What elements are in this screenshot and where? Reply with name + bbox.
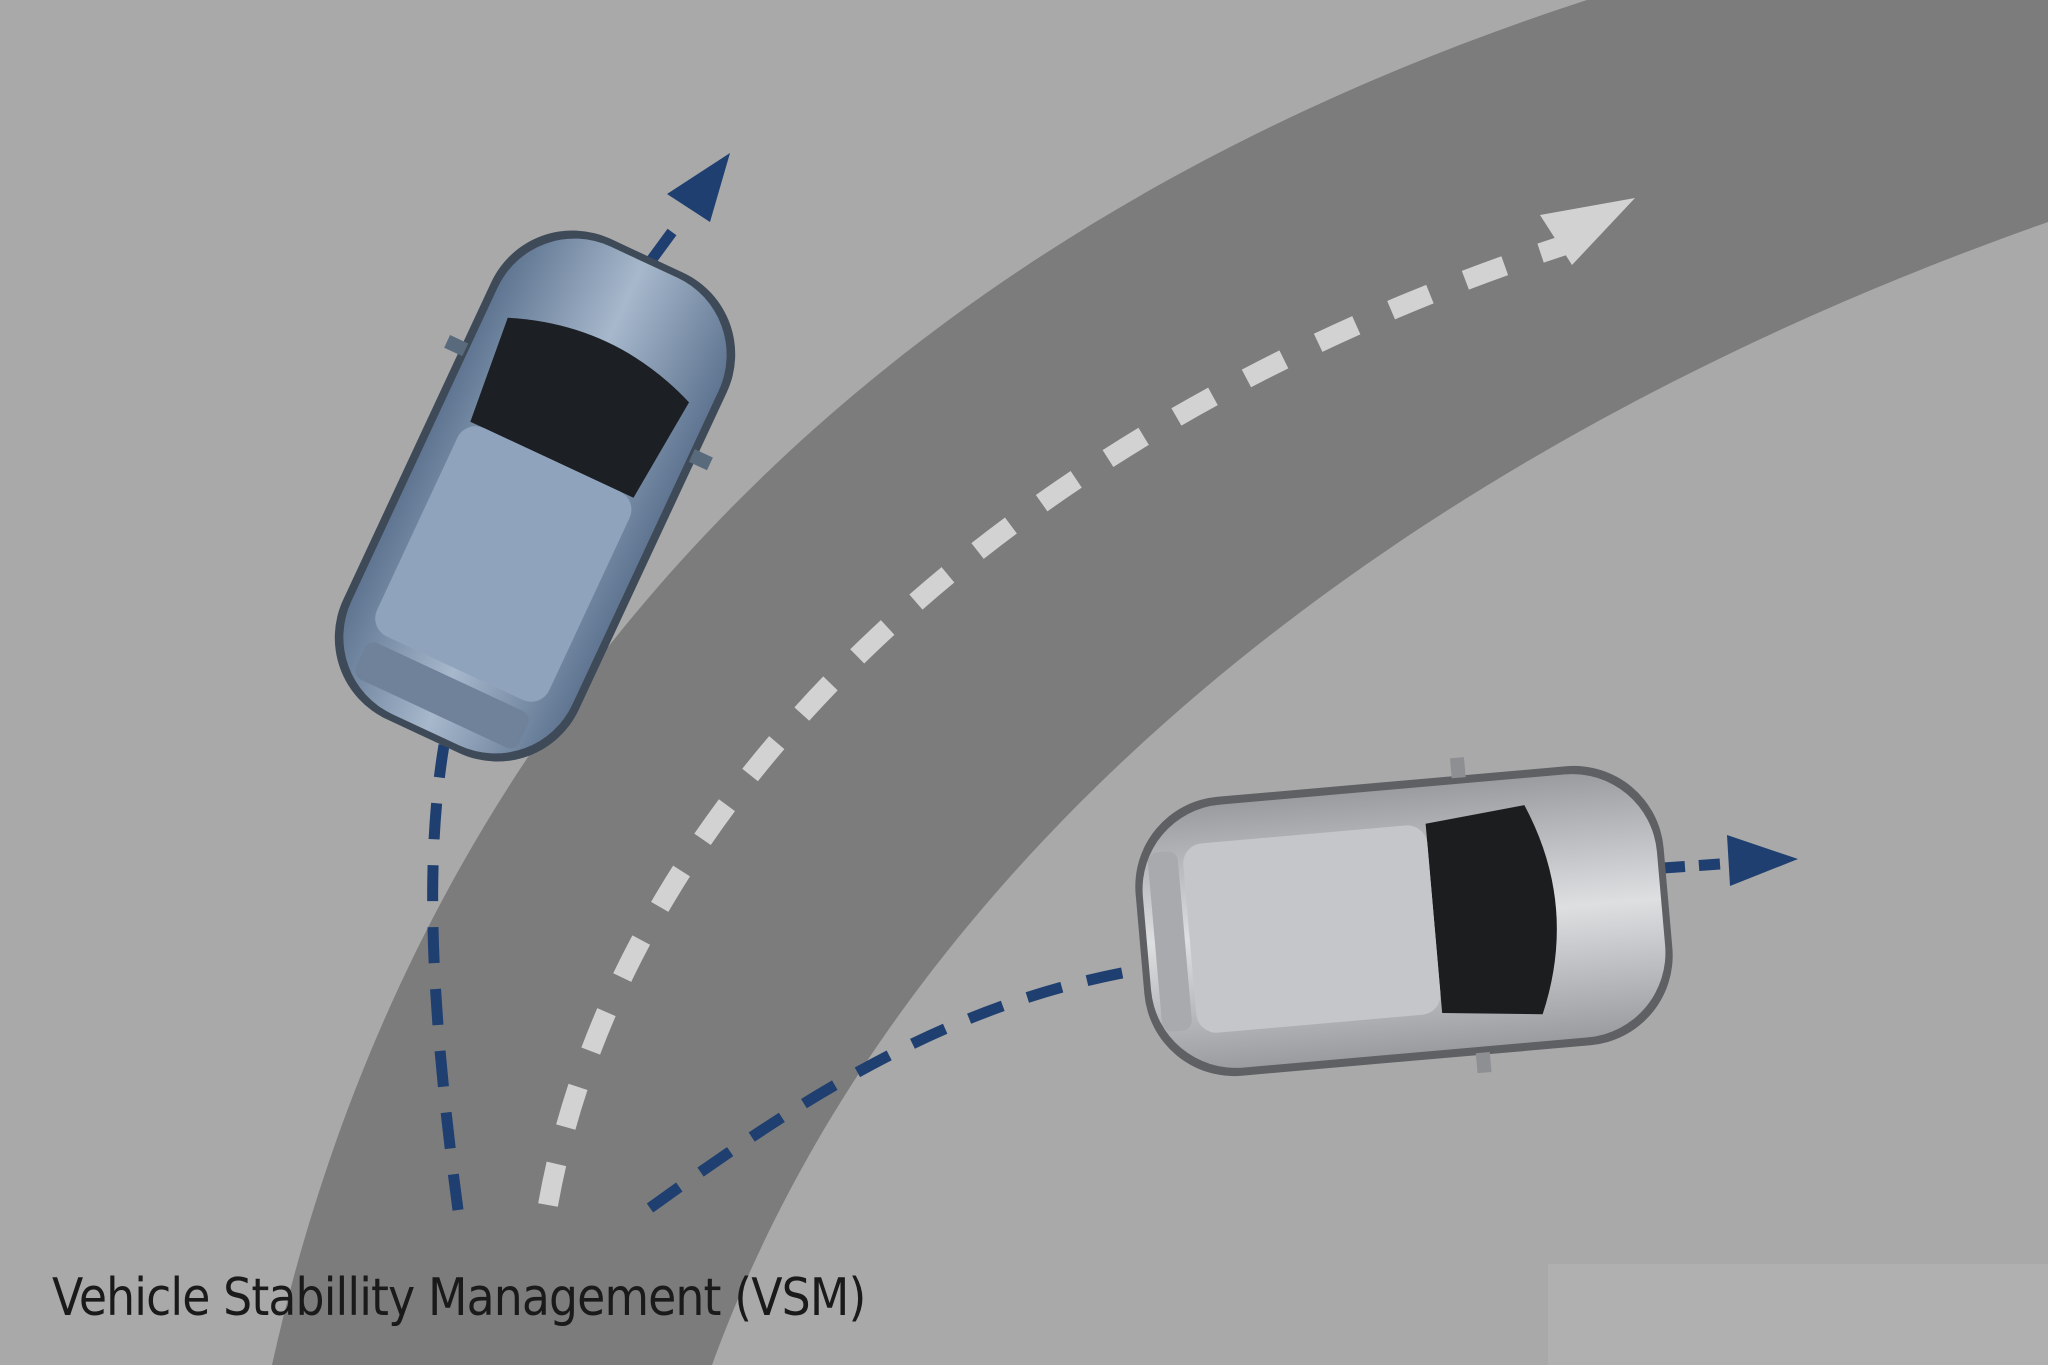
curved-road [272,0,2048,1365]
understeer-arrow-icon [1727,835,1798,886]
understeer-exit-path [1662,858,1721,874]
oversteer-arrow-icon [667,153,730,222]
ground-patch [1548,1264,2048,1365]
silver-car [1135,757,1673,1077]
oversteer-path [427,744,464,1211]
road-path-arrow-icon [1540,198,1635,265]
understeer-path [646,962,1151,1213]
blue-car [334,230,736,762]
oversteer-exit-path [645,228,677,266]
road-path-dashed-line [538,235,1569,1207]
caption: Vehicle Stabillity Management (VSM) [52,1268,866,1328]
